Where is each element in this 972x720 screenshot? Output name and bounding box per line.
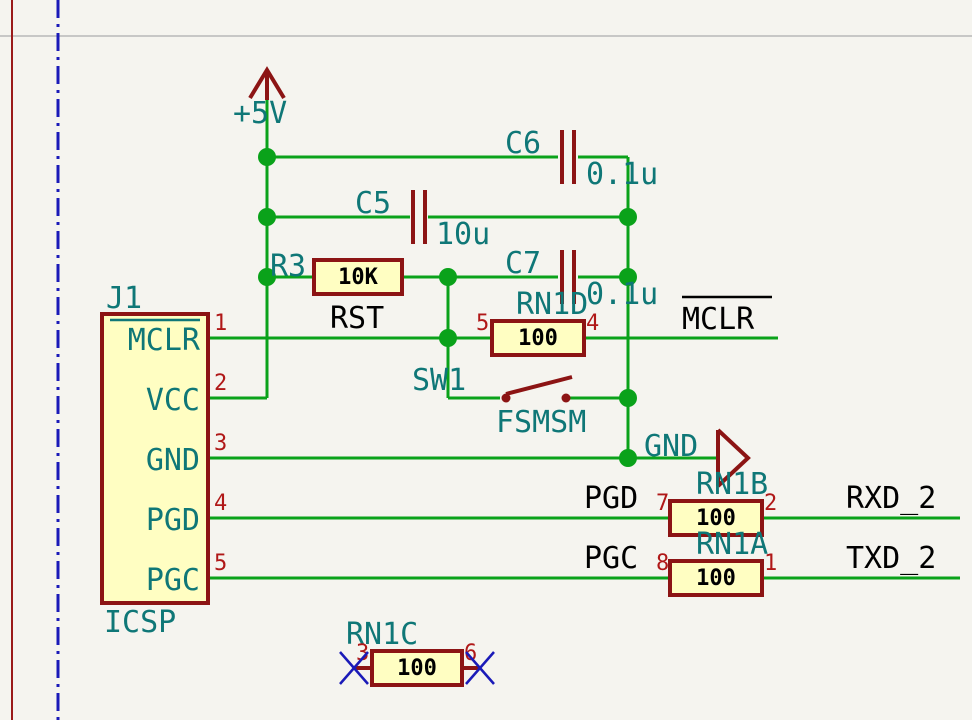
no-connect-icon xyxy=(465,651,495,685)
j1-pin5-name: PGC xyxy=(146,563,200,598)
rn1d-pin-b: 4 xyxy=(586,311,599,336)
c7-ref: C7 xyxy=(505,246,541,281)
rn1c-ref: RN1C xyxy=(346,617,418,652)
rn1b-pin-a: 7 xyxy=(656,491,669,516)
c5-value: 10u xyxy=(436,217,490,252)
junction-dot xyxy=(439,268,457,286)
j1-pin4-name: PGD xyxy=(146,503,200,538)
c7-value: 0.1u xyxy=(586,277,658,312)
no-connect-icon xyxy=(339,651,369,685)
junction-dot xyxy=(258,208,276,226)
capacitor-c6[interactable]: C6 0.1u xyxy=(505,126,658,192)
rn1d-value: 100 xyxy=(518,326,558,351)
rn1b-value: 100 xyxy=(696,506,736,531)
txd-net-label[interactable]: TXD_2 xyxy=(846,541,936,576)
sw1-ref: SW1 xyxy=(412,363,466,398)
capacitor-c7[interactable]: C7 0.1u xyxy=(505,246,658,312)
rn1a-pin-a: 8 xyxy=(656,551,669,576)
junction-dot xyxy=(258,268,276,286)
resistor-r3[interactable]: 10K R3 RST xyxy=(270,249,404,336)
j1-pin3-name: GND xyxy=(146,443,200,478)
junction-dot xyxy=(258,148,276,166)
junction-dot xyxy=(439,329,457,347)
resistor-rn1d[interactable]: 100 RN1D 5 4 xyxy=(476,287,599,357)
j1-pin1-number: 1 xyxy=(214,311,227,336)
r3-value: 10K xyxy=(338,265,378,290)
j1-pin1-name: MCLR xyxy=(128,323,201,358)
r3-net-label: RST xyxy=(330,301,384,336)
rn1a-value: 100 xyxy=(696,566,736,591)
rn1b-pin-b: 2 xyxy=(764,491,777,516)
c5-ref: C5 xyxy=(355,186,391,221)
mclr-net-text: MCLR xyxy=(682,302,755,337)
capacitor-c5[interactable]: C5 10u xyxy=(355,186,490,252)
rn1d-ref: RN1D xyxy=(516,287,588,322)
ground-symbol[interactable]: GND xyxy=(644,428,751,488)
mclr-net-label[interactable]: MCLR xyxy=(682,295,772,337)
junction-dot xyxy=(619,389,637,407)
resistor-rn1c[interactable]: 100 RN1C 3 6 xyxy=(339,617,495,687)
ground-label: GND xyxy=(644,429,698,464)
junction-dot xyxy=(619,268,637,286)
junction-dot xyxy=(619,208,637,226)
connector-j1[interactable]: J1 ICSP MCLR VCC GND PGD PGC 1 2 3 4 5 xyxy=(100,281,227,640)
rn1c-pin-a: 3 xyxy=(356,641,369,666)
resistor-rn1b[interactable]: 100 RN1B 7 2 xyxy=(656,467,777,537)
rn1b-ref: RN1B xyxy=(696,467,768,502)
r3-ref: R3 xyxy=(270,249,306,284)
j1-pin4-number: 4 xyxy=(214,491,227,516)
pgc-net-label[interactable]: PGC xyxy=(584,541,638,576)
switch-sw1[interactable]: SW1 FSMSM xyxy=(412,363,586,440)
power-5v-label: +5V xyxy=(233,96,287,131)
j1-pin3-number: 3 xyxy=(214,431,227,456)
j1-value: ICSP xyxy=(104,605,176,640)
j1-pin2-name: VCC xyxy=(146,383,200,418)
j1-ref: J1 xyxy=(106,281,142,316)
rn1c-value: 100 xyxy=(397,656,437,681)
power-5v-symbol[interactable]: +5V xyxy=(233,66,287,131)
rn1a-pin-b: 1 xyxy=(764,551,777,576)
rn1a-ref: RN1A xyxy=(696,527,768,562)
j1-pin2-number: 2 xyxy=(214,371,227,396)
junction-dot xyxy=(619,449,637,467)
rxd-net-label[interactable]: RXD_2 xyxy=(846,481,936,516)
junctions xyxy=(258,148,637,467)
j1-pin5-number: 5 xyxy=(214,551,227,576)
c6-ref: C6 xyxy=(505,126,541,161)
rn1d-pin-a: 5 xyxy=(476,311,489,336)
resistor-rn1a[interactable]: 100 RN1A 8 1 xyxy=(656,527,777,597)
pgd-net-label[interactable]: PGD xyxy=(584,481,638,516)
sw1-value: FSMSM xyxy=(496,405,586,440)
c6-value: 0.1u xyxy=(586,157,658,192)
